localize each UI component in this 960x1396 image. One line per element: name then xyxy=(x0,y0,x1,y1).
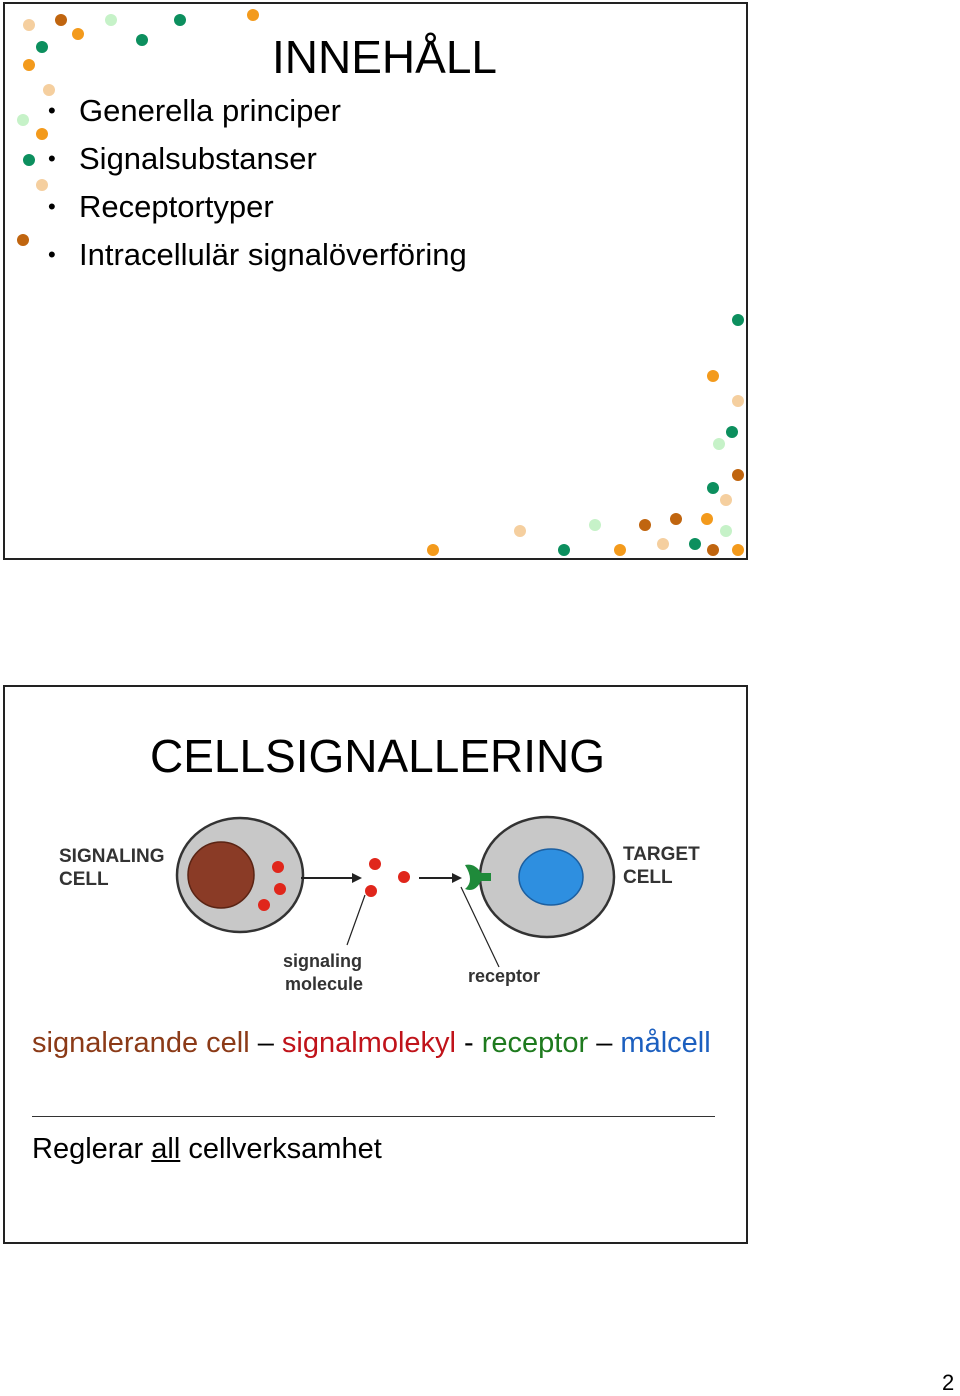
decorative-dot xyxy=(247,9,259,21)
decorative-dot xyxy=(558,544,570,556)
target-cell-label: TARGET xyxy=(623,844,700,865)
decorative-dot xyxy=(43,84,55,96)
decorative-dot xyxy=(36,179,48,191)
contents-list: •Generella principer •Signalsubstanser •… xyxy=(48,87,467,279)
decorative-dot xyxy=(427,544,439,556)
decorative-dot xyxy=(732,469,744,481)
list-item: •Intracellulär signalöverföring xyxy=(48,237,467,272)
bullet-icon: • xyxy=(48,98,56,123)
cell-signaling-diagram: SIGNALING CELL TARGET CELL signaling mol… xyxy=(59,815,700,994)
decorative-dot xyxy=(639,519,651,531)
decorative-dot xyxy=(732,395,744,407)
signaling-cell-label: CELL xyxy=(59,869,109,890)
decorative-dot xyxy=(689,538,701,550)
receptor-icon xyxy=(465,864,491,890)
molecule-label: signaling xyxy=(283,951,362,971)
page-number: 2 xyxy=(942,1370,955,1395)
target-cell-label: CELL xyxy=(623,867,673,888)
decorative-dot xyxy=(36,128,48,140)
divider xyxy=(32,1116,715,1117)
caption-signaling-molecule: signalmolekyl xyxy=(281,1027,456,1059)
signaling-molecule-dot xyxy=(258,899,270,911)
decorative-dot xyxy=(713,438,725,450)
regulation-statement: Reglerar all cellverksamhet xyxy=(32,1133,382,1165)
decorative-dot xyxy=(136,34,148,46)
signaling-molecule-dot xyxy=(398,871,410,883)
emphasis-underlined: all xyxy=(151,1133,181,1165)
bullet-icon: • xyxy=(48,194,56,219)
list-item: •Generella principer xyxy=(48,93,341,128)
decorative-dot xyxy=(670,513,682,525)
target-cell-nucleus xyxy=(518,848,584,906)
decorative-dot xyxy=(23,59,35,71)
decorative-dot xyxy=(614,544,626,556)
signaling-molecule-dot xyxy=(369,858,381,870)
decorative-dot xyxy=(732,544,744,556)
bullet-icon: • xyxy=(48,146,56,171)
caption-receptor: receptor xyxy=(481,1027,589,1059)
decorative-dot xyxy=(726,426,738,438)
receptor-label: receptor xyxy=(468,966,540,986)
slide-2-title: CELLSIGNALLERING xyxy=(149,730,606,782)
decorative-dot xyxy=(72,28,84,40)
decorative-dot xyxy=(23,19,35,31)
decorative-dot xyxy=(589,519,601,531)
slide-2: CELLSIGNALLERING SIGNALING CELL TARGET C… xyxy=(3,685,748,1244)
signaling-molecule-dot xyxy=(274,883,286,895)
decorative-dot xyxy=(707,482,719,494)
decorative-dot xyxy=(701,513,713,525)
caption-dash: – xyxy=(249,1027,282,1059)
caption-dash: - xyxy=(455,1027,482,1059)
bullet-icon: • xyxy=(48,242,56,267)
decorative-dot xyxy=(17,114,29,126)
list-item: •Signalsubstanser xyxy=(48,141,317,176)
decorative-dot xyxy=(17,234,29,246)
decorative-dot xyxy=(174,14,186,26)
arrow-head-icon xyxy=(352,873,362,883)
decorative-dot xyxy=(514,525,526,537)
decorative-dot xyxy=(55,14,67,26)
decorative-dot xyxy=(720,525,732,537)
decorative-dot xyxy=(36,41,48,53)
decorative-dot xyxy=(720,494,732,506)
slide-1-title: INNEHÅLL xyxy=(272,31,497,83)
leader-line xyxy=(346,894,366,946)
decorative-dot xyxy=(732,314,744,326)
decorative-dot xyxy=(707,370,719,382)
signaling-molecule-dot xyxy=(272,861,284,873)
slide-1: INNEHÅLL •Generella principer •Signalsub… xyxy=(3,2,748,560)
signaling-cell-nucleus xyxy=(187,841,255,909)
decorative-dot xyxy=(105,14,117,26)
caption-dash: – xyxy=(588,1027,621,1059)
caption-target-cell: målcell xyxy=(620,1027,711,1059)
list-item: •Receptortyper xyxy=(48,189,274,224)
decorative-dot xyxy=(707,544,719,556)
arrow-head-icon xyxy=(452,873,462,883)
decorative-dot xyxy=(657,538,669,550)
signaling-molecule-dot xyxy=(365,885,377,897)
leader-line xyxy=(460,886,500,968)
signaling-chain-caption: signalerande cell – signalmolekyl - rece… xyxy=(32,1027,711,1060)
signaling-cell-label: SIGNALING xyxy=(59,846,165,867)
decorative-dot xyxy=(23,154,35,166)
caption-signaling-cell: signalerande cell xyxy=(32,1027,250,1059)
molecule-label: molecule xyxy=(285,974,363,994)
